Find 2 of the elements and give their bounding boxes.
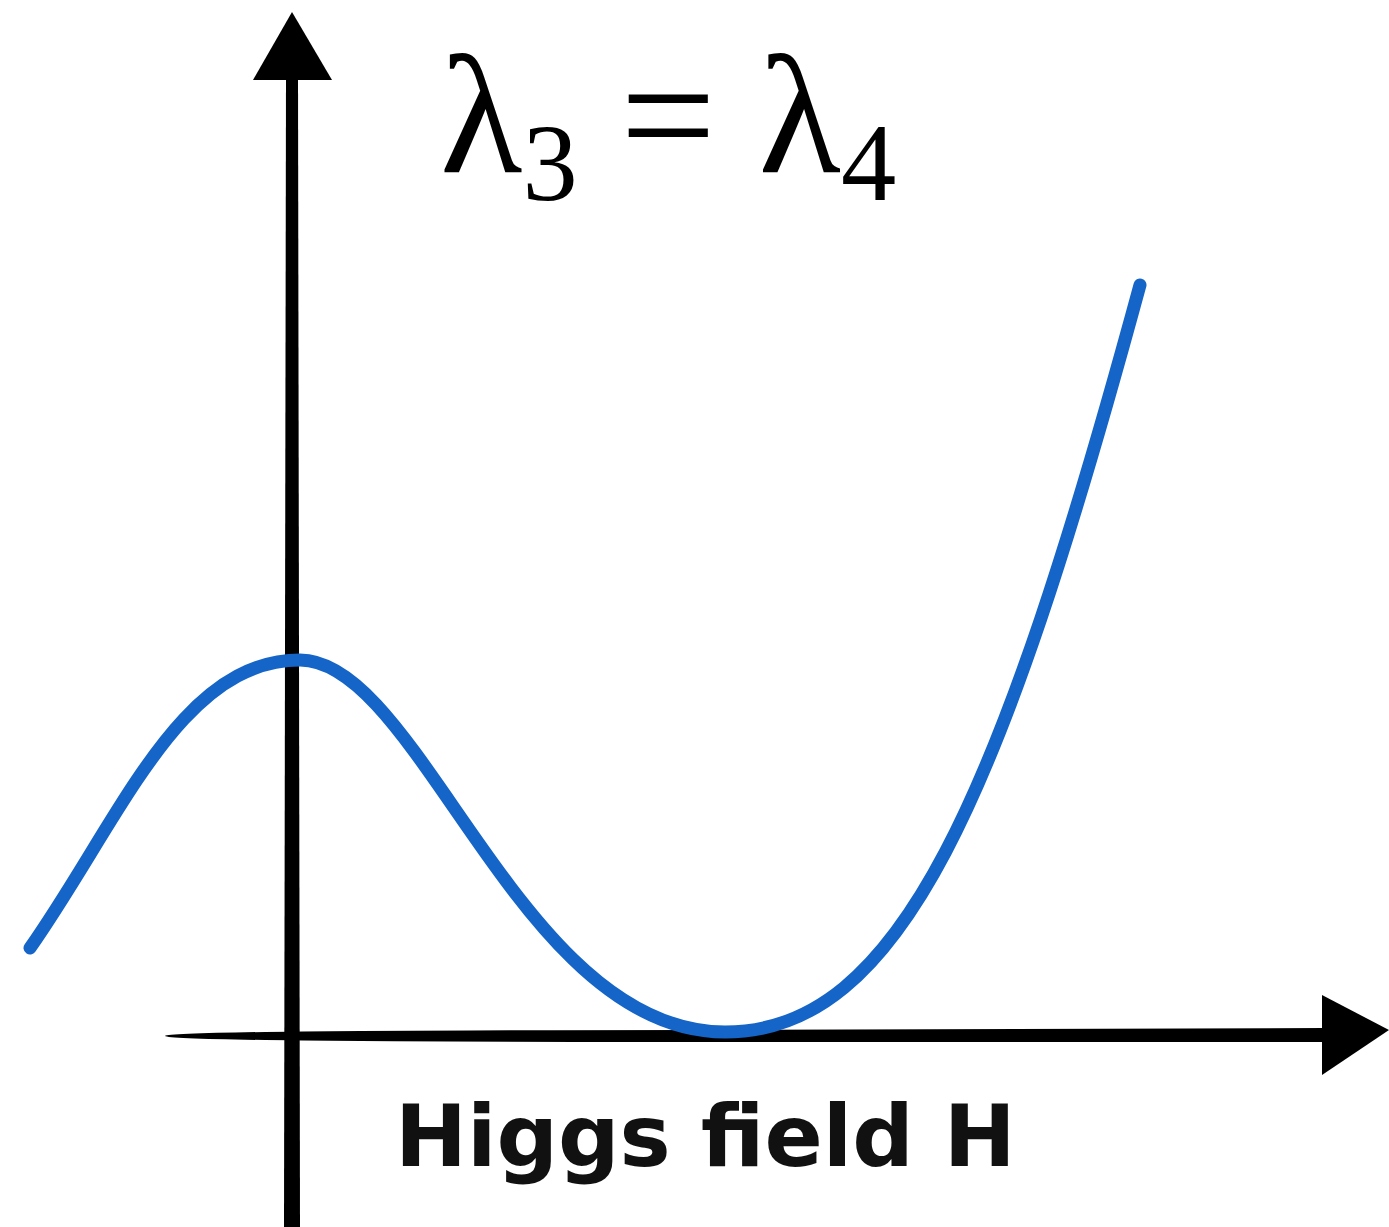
formula-title: λ$_{3}$ = λ$_{4}$ — [440, 30, 897, 219]
axis-label: Higgs field H — [395, 1085, 1016, 1188]
